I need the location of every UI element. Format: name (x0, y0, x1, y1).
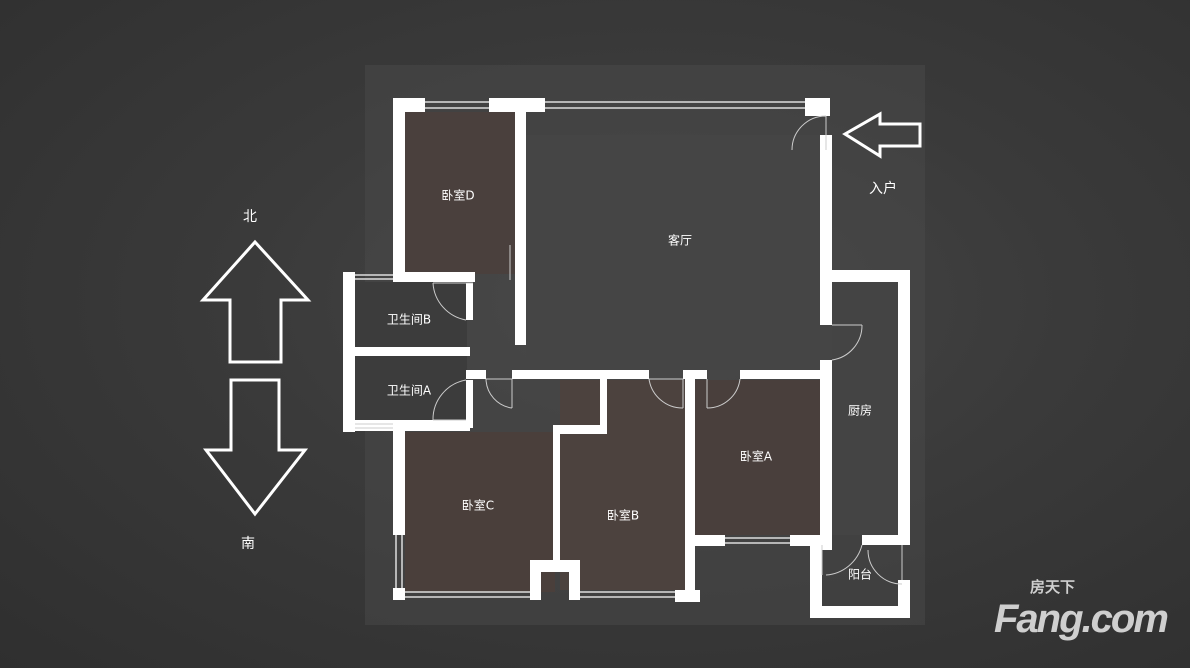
room-label-kitchen: 厨房 (847, 403, 873, 418)
floor-living (526, 135, 820, 370)
entry-arrow-icon (842, 111, 922, 159)
doors (432, 115, 903, 585)
south-arrow-icon (202, 378, 309, 517)
logo-brand-cn: 房天下 (1030, 579, 1076, 596)
arrows (199, 111, 922, 517)
logo-brand-en: Fang.com (994, 596, 1169, 641)
windows (355, 101, 805, 598)
floor-bedroom-b (560, 380, 685, 590)
north-label: 北 (243, 209, 257, 225)
south-label: 南 (241, 536, 255, 552)
entry-label: 入户 (869, 181, 897, 197)
room-label-bedroom-b: 卧室B (606, 508, 640, 523)
fang-logo: 房天下 Fang.com (994, 579, 1169, 641)
room-label-bedroom-c: 卧室C (461, 498, 495, 513)
room-label-bathroom-a: 卫生间A (386, 383, 432, 398)
room-label-bedroom-a: 卧室A (739, 449, 773, 464)
north-arrow-icon (199, 239, 312, 364)
walls (343, 98, 910, 618)
floor-kitchen (832, 282, 898, 535)
floor-bedroom-d (405, 112, 515, 274)
floor-bedroom-a (695, 380, 820, 535)
room-label-balcony: 阳台 (847, 567, 873, 582)
room-label-living: 客厅 (667, 233, 693, 248)
room-label-bedroom-d: 卧室D (441, 188, 475, 203)
room-label-bathroom-b: 卫生间B (386, 312, 432, 327)
